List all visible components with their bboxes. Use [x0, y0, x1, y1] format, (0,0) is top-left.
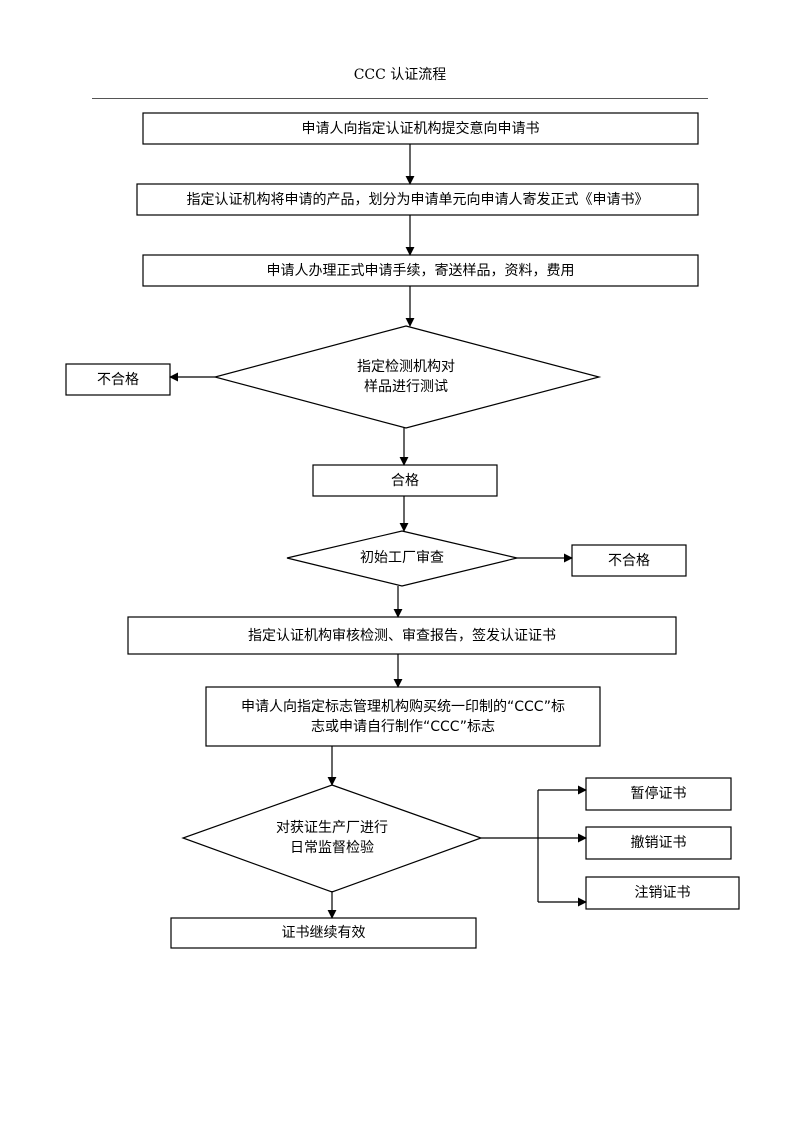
outcome-test-fail-text: 不合格: [97, 371, 139, 388]
box-revoke-cert: [585, 826, 732, 860]
step-purchase-mark-text: 申请人向指定标志管理机构购买统一印制的“CCC”标 志或申请自行制作“CCC”标…: [206, 687, 600, 746]
box-submit-intent: [142, 112, 699, 145]
outcome-inspection-fail-text: 不合格: [608, 552, 650, 569]
box-cancel-cert: [585, 876, 740, 910]
outcome-revoke-cert-text: 撤销证书: [630, 835, 687, 851]
step-purchase-mark-line2: 志或申请自行制作“CCC”标志: [310, 718, 496, 735]
step-formal-application-text: 申请人办理正式申请手续，寄送样品，资料，费用: [266, 262, 575, 279]
decision-factory-inspection-text: 初始工厂审查: [360, 550, 444, 566]
box-formal-application: [142, 254, 699, 287]
box-review-issue-cert: [127, 616, 677, 655]
decision-sample-test-line2: 样品进行测试: [364, 379, 448, 395]
decision-sample-test-text: 指定检测机构对 样品进行测试: [300, 350, 512, 404]
header-divider: [92, 98, 708, 99]
box-test-pass: [312, 464, 498, 497]
decision-surveillance-text: 对获证生产厂进行 日常监督检验: [232, 812, 432, 864]
decision-surveillance-line1: 对获证生产厂进行: [276, 820, 388, 836]
page-title: CCC 认证流程: [353, 67, 447, 83]
step-submit-intent-text: 申请人向指定认证机构提交意向申请书: [301, 120, 540, 137]
diamond-factory-inspection: [286, 530, 518, 587]
step-purchase-mark-line1: 申请人向指定标志管理机构购买统一印制的“CCC”标: [240, 698, 566, 715]
decision-sample-test-line1: 指定检测机构对: [357, 359, 455, 375]
diamond-sample-test: [212, 325, 602, 429]
decision-surveillance-line2: 日常监督检验: [290, 840, 374, 856]
box-cert-continue: [170, 917, 477, 949]
box-test-fail: [65, 363, 171, 396]
box-issue-application: [136, 183, 699, 216]
outcome-cancel-cert-text: 注销证书: [634, 885, 691, 901]
outcome-suspend-cert-text: 暂停证书: [630, 786, 687, 802]
outcome-cert-continue-text: 证书继续有效: [281, 925, 366, 941]
step-review-issue-cert-text: 指定认证机构审核检测、审查报告，签发认证证书: [248, 627, 556, 644]
box-purchase-mark: [205, 686, 601, 747]
step-issue-application-text: 指定认证机构将申请的产品，划分为申请单元向申请人寄发正式《申请书》: [186, 191, 649, 208]
box-suspend-cert: [585, 777, 732, 811]
box-inspection-fail: [571, 544, 687, 577]
outcome-test-pass-text: 合格: [391, 472, 419, 489]
